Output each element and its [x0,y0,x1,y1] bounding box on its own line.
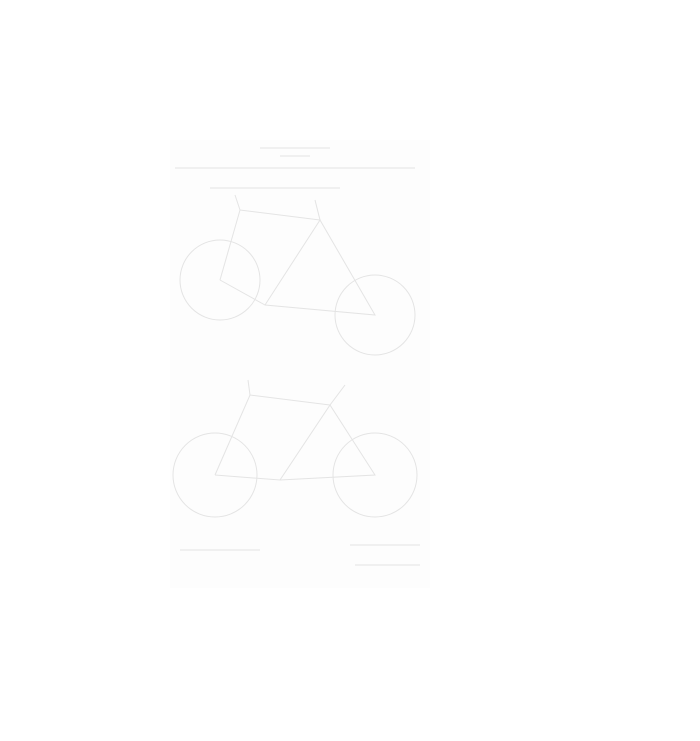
bicycle-drawing-icon [172,147,420,566]
bicycle-figure-2 [172,379,418,518]
patent-drawing-sheet [170,140,430,588]
bicycle-figure-1 [179,194,416,356]
